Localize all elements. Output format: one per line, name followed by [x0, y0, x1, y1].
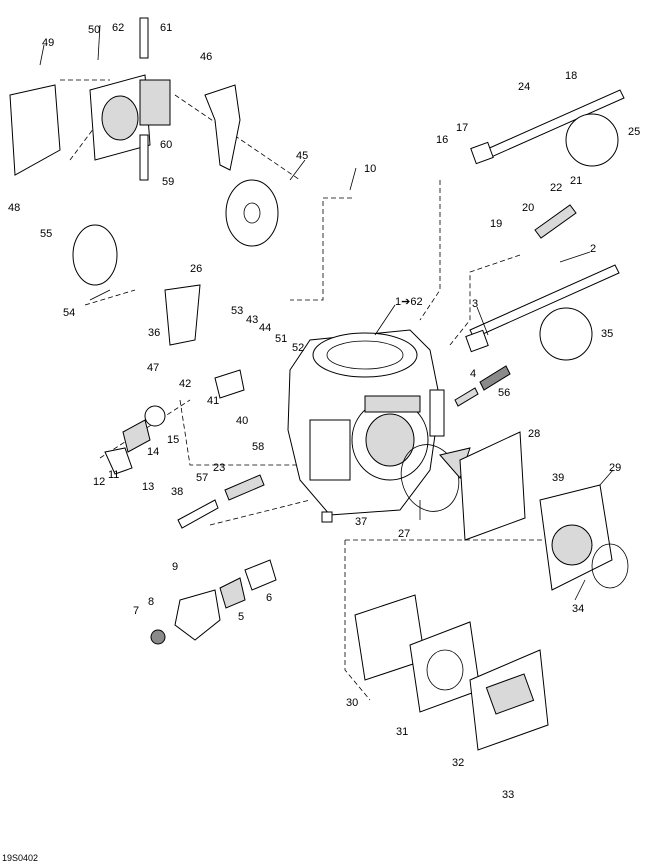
callout: 30	[346, 697, 358, 709]
callout: 12	[93, 476, 105, 488]
callout: 28	[528, 428, 540, 440]
callout: 22	[550, 182, 562, 194]
callout: 62	[112, 22, 124, 34]
callout: 4	[470, 368, 476, 380]
callout: 44	[259, 322, 271, 334]
carburetor-body	[287, 329, 445, 523]
callout: 29	[609, 462, 621, 474]
callout: 15	[167, 434, 179, 446]
callout: 43	[246, 314, 258, 326]
callout: 37	[355, 516, 367, 528]
callout: 47	[147, 362, 159, 374]
diagram-code: 19S0402	[2, 853, 39, 863]
left-side-small-parts	[104, 369, 277, 645]
callout: 11	[108, 469, 119, 481]
callout: 49	[42, 37, 54, 49]
callout: 40	[236, 415, 248, 427]
callout: 42	[179, 378, 191, 390]
callout: 35	[601, 328, 613, 340]
callout: 1➔62	[395, 296, 423, 308]
callout: 46	[200, 51, 212, 63]
callout: 41	[207, 395, 219, 407]
callout: 14	[147, 446, 159, 458]
gaskets-and-covers	[354, 431, 629, 751]
callout: 5	[238, 611, 244, 623]
callout: 52	[292, 342, 304, 354]
callout: 61	[160, 22, 172, 34]
callout: 56	[498, 387, 510, 399]
callout: 21	[570, 175, 582, 187]
callout: 24	[518, 81, 530, 93]
callout: 10	[364, 163, 376, 175]
callout: 32	[452, 757, 464, 769]
callout: 50	[88, 24, 100, 36]
callout: 9	[172, 561, 178, 573]
callout: 19	[490, 218, 502, 230]
callout: 7	[133, 605, 139, 617]
callout: 48	[8, 202, 20, 214]
shafts-and-plates	[454, 89, 625, 407]
callout: 57	[196, 472, 208, 484]
callout: 27	[398, 528, 410, 540]
callout: 34	[572, 603, 584, 615]
callout: 59	[162, 176, 174, 188]
callout: 53	[231, 305, 243, 317]
callout: 8	[148, 596, 154, 608]
callout: 13	[142, 481, 154, 493]
callout: 16	[436, 134, 448, 146]
callout: 45	[296, 150, 308, 162]
callout-labels: 1➔62 2 3 4 5 6 7 8 9 10 11 12 13 14 15 1…	[8, 22, 640, 801]
callout: 51	[275, 333, 287, 345]
callout: 3	[472, 298, 478, 310]
callout: 26	[190, 263, 202, 275]
upper-left-parts	[9, 17, 279, 346]
callout: 33	[502, 789, 514, 801]
callout: 36	[148, 327, 160, 339]
leader-lines	[39, 24, 614, 601]
callout: 31	[396, 726, 408, 738]
callout: 20	[522, 202, 534, 214]
callout: 55	[40, 228, 52, 240]
callout: 38	[171, 486, 183, 498]
callout: 2	[590, 243, 596, 255]
callout: 17	[456, 122, 468, 134]
callout: 60	[160, 139, 172, 151]
callout: 58	[252, 441, 264, 453]
callout: 18	[565, 70, 577, 82]
callout: 39	[552, 472, 564, 484]
callout: 25	[628, 126, 640, 138]
callout: 6	[266, 592, 272, 604]
callout: 54	[63, 307, 75, 319]
callout: 23	[213, 462, 225, 474]
